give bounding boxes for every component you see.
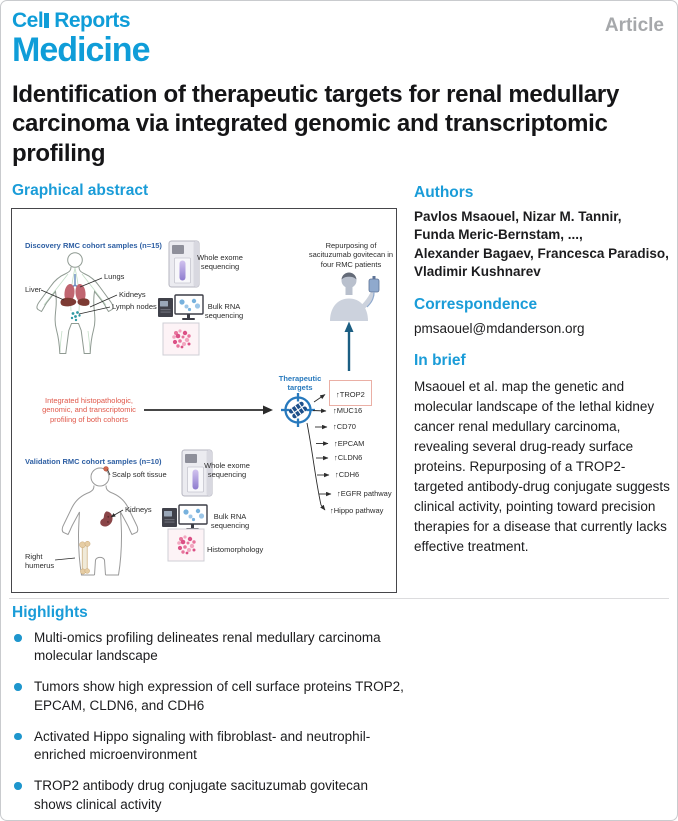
dna-icon [288, 401, 308, 419]
journal-name-line1: Cel Reports [12, 10, 149, 31]
humerus-label: Right humerus [25, 552, 55, 571]
target-hippo-pathway: ↑Hippo pathway [330, 506, 384, 515]
figure-art [36, 240, 380, 576]
graphical-abstract-heading: Graphical abstract [12, 182, 149, 199]
lungs-shape [64, 284, 86, 302]
histology-icon-validation [167, 528, 205, 562]
target-cdh6: ↑CDH6 [335, 470, 360, 479]
lungs-label: Lungs [104, 272, 125, 281]
patient-infusion-icon [330, 272, 380, 321]
therapeutic-target-icon [281, 393, 315, 427]
section-divider [9, 598, 669, 599]
cell-logo-bar [44, 13, 50, 28]
kidney-icon [100, 511, 113, 527]
article-type-label: Article [604, 15, 664, 36]
scalp-label: Scalp soft tissue [112, 470, 167, 479]
validation-cohort-label: Validation RMC cohort samples (n=10) [25, 457, 162, 466]
discovery-body-icon [36, 252, 114, 354]
liver-label: Liver [25, 285, 42, 294]
highlights-heading: Highlights [12, 604, 88, 621]
highlight-bullet [14, 683, 22, 691]
target-egfr-pathway: ↑EGFR pathway [337, 489, 392, 498]
target-fan-arrows [306, 394, 332, 511]
sequencing-computer-icon-validation [161, 504, 208, 531]
wes-label-validation: Whole exome sequencing [204, 461, 250, 480]
graphical-abstract-figure: Discovery RMC cohort samples (n=15) Lung… [11, 208, 397, 593]
rna-label-discovery: Bulk RNA sequencing [204, 302, 244, 321]
in-brief-text: Msaouel et al. map the genetic and molec… [414, 379, 670, 554]
correspondence-heading: Correspondence [414, 296, 538, 313]
repurposing-note: Repurposing of sacituzumab govitecan in … [308, 241, 394, 269]
therapeutic-targets-label: Therapeutic targets [278, 374, 322, 393]
kidneys-label-validation: Kidneys [125, 505, 152, 514]
iv-bag-icon [366, 276, 380, 308]
cell-wordmark: Cel [12, 9, 44, 32]
journal-logo: Cel Reports Medicine [12, 10, 150, 69]
in-brief-heading: In brief [414, 352, 466, 369]
target-cd70: ↑CD70 [333, 422, 356, 431]
discovery-connector-lines [40, 277, 118, 315]
highlights-list: Multi-omics profiling delineates renal m… [12, 629, 404, 820]
wes-label-discovery: Whole exome sequencing [197, 253, 243, 272]
correspondence-email[interactable]: pmsaouel@mdanderson.org [414, 321, 585, 336]
lymphatic-vessels [43, 267, 107, 353]
validation-body-icon [61, 466, 139, 576]
highlight-bullet [14, 782, 22, 790]
target-trop2: ↑TROP2 [336, 390, 365, 399]
highlight-item: Multi-omics profiling delineates renal m… [12, 629, 404, 665]
liver-shape [60, 297, 90, 307]
rna-label-validation: Bulk RNA sequencing [210, 512, 250, 531]
highlight-text: TROP2 antibody drug conjugate sacituzuma… [34, 778, 368, 812]
repurposing-up-arrow [344, 321, 354, 371]
highlight-bullet [14, 634, 22, 642]
target-epcam: ↑EPCAM [334, 439, 365, 448]
highlight-item: TROP2 antibody drug conjugate sacituzuma… [12, 777, 404, 813]
reports-wordmark: Reports [54, 9, 131, 32]
highlight-text: Tumors show high expression of cell surf… [34, 679, 404, 713]
histology-icon-discovery [162, 322, 200, 356]
highlight-text: Multi-omics profiling delineates renal m… [34, 630, 381, 664]
integrated-profiling-note: Integrated histopathologic, genomic, and… [42, 396, 136, 424]
lymph-nodes-shape [70, 311, 81, 322]
sequencer-icon-discovery [168, 240, 200, 288]
highlight-item: Tumors show high expression of cell surf… [12, 678, 404, 714]
bone-icon [79, 540, 91, 575]
kidneys-label-discovery: Kidneys [119, 290, 146, 299]
lymph-nodes-label: Lymph nodes [112, 302, 157, 311]
validation-connector-lines [54, 469, 124, 561]
paper-title: Identification of therapeutic targets fo… [12, 81, 620, 167]
target-muc16: ↑MUC16 [333, 406, 363, 415]
sequencing-computer-icon-discovery [157, 294, 204, 321]
highlight-item: Activated Hippo signaling with fibroblas… [12, 728, 404, 764]
patient-arm [360, 292, 375, 310]
authors-heading: Authors [414, 184, 474, 201]
integration-arrow [144, 405, 273, 415]
journal-name-line2: Medicine [12, 31, 150, 69]
body-outline [36, 252, 114, 354]
author-names: Pavlos Msaouel, Nizar M. Tannir, Funda M… [414, 209, 669, 280]
histomorphology-label: Histomorphology [207, 545, 264, 554]
trop2-target-box: ↑TROP2 [329, 380, 372, 406]
scalp-marker-icon [103, 466, 109, 472]
highlight-text: Activated Hippo signaling with fibroblas… [34, 728, 371, 763]
highlight-bullet [14, 732, 22, 741]
discovery-cohort-label: Discovery RMC cohort samples (n=15) [25, 241, 162, 250]
target-cldn6: ↑CLDN6 [334, 453, 363, 462]
torso-outline [61, 467, 139, 576]
